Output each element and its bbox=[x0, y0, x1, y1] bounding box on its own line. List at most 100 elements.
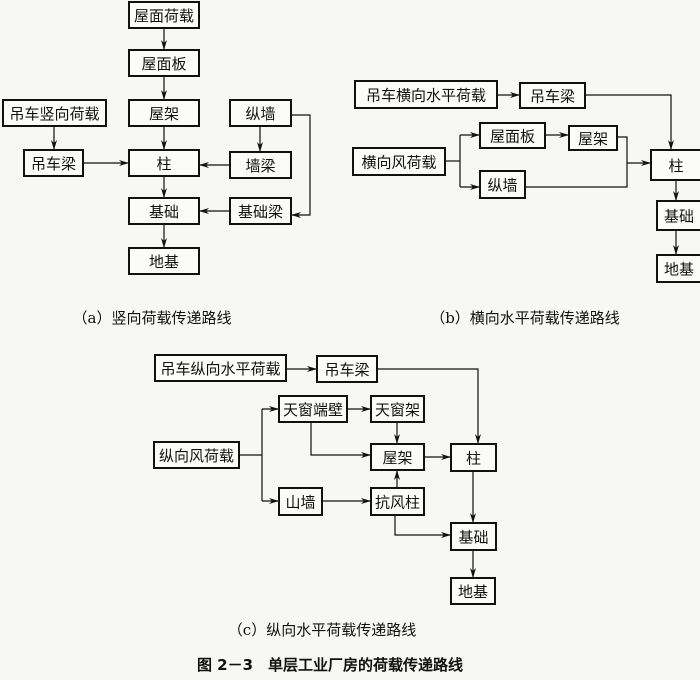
diagram-b-node-crane-transverse-load-label: 吊车横向水平荷载 bbox=[366, 87, 486, 105]
diagram-b-node-roof-slab: 屋面板 bbox=[479, 122, 546, 149]
diagram-c-node-gable-wall: 山墙 bbox=[278, 487, 323, 516]
diagram-c-node-wind-column-box bbox=[370, 487, 425, 516]
diagram-c-node-truss-label: 屋架 bbox=[382, 449, 412, 467]
diagram-a-node-long-wall: 纵墙 bbox=[229, 99, 292, 127]
diagram-c-node-foundation-box bbox=[450, 522, 497, 551]
diagram-b-node-subgrade-label: 地基 bbox=[664, 261, 694, 279]
diagram-c-node-gable-wall-box bbox=[278, 487, 323, 516]
diagram-b-node-crane-beam-box bbox=[519, 82, 586, 109]
diagram-a-node-crane-vertical-load: 吊车竖向荷载 bbox=[2, 99, 107, 127]
diagram-a-node-column-label: 柱 bbox=[156, 155, 171, 173]
diagram-c-node-wind-column: 抗风柱 bbox=[370, 487, 425, 516]
diagram-a-node-truss: 屋架 bbox=[128, 99, 200, 127]
diagram-b-node-long-wall-box bbox=[479, 170, 526, 199]
diagram-a-node-foundation: 基础 bbox=[128, 197, 200, 225]
diagram-a-node-long-wall-box bbox=[229, 99, 292, 127]
diagram-b-node-roof-slab-label: 屋面板 bbox=[490, 128, 535, 146]
diagram-b-node-truss: 屋架 bbox=[568, 125, 618, 151]
figure-title: 图 2－3 单层工业厂房的荷载传递路线 bbox=[197, 656, 463, 674]
diagram-b-node-transverse-wind: 横向风荷载 bbox=[352, 147, 446, 176]
diagram-b-node-crane-beam: 吊车梁 bbox=[519, 82, 586, 109]
diagram-a-node-truss-box bbox=[128, 99, 200, 127]
caption-a: （a）竖向荷载传递路线 bbox=[73, 309, 232, 327]
diagram-a-node-subgrade-label: 地基 bbox=[149, 253, 179, 271]
diagram-c-node-column-label: 柱 bbox=[466, 450, 481, 468]
diagram-a-node-roof-slab: 屋面板 bbox=[128, 49, 200, 77]
diagram-a-node-long-wall-label: 纵墙 bbox=[245, 105, 275, 123]
diagram-a-node-roof-slab-box bbox=[128, 49, 200, 77]
line-connector bbox=[525, 136, 628, 188]
diagram-c-node-skylight-frame-box bbox=[370, 395, 425, 423]
diagram-a-node-truss-label: 屋架 bbox=[149, 105, 179, 123]
diagram-c-node-crane-longitudinal-load-box bbox=[154, 354, 287, 382]
diagram-a-node-subgrade: 地基 bbox=[128, 247, 200, 275]
diagram-b-node-crane-beam-label: 吊车梁 bbox=[530, 88, 575, 106]
diagram-c-node-crane-beam-label: 吊车梁 bbox=[324, 361, 369, 379]
diagram-a-node-foundation-box bbox=[128, 197, 200, 225]
diagram-b-node-foundation: 基础 bbox=[656, 200, 700, 231]
arrow-connector bbox=[394, 515, 451, 538]
diagram-a-node-foundation-beam: 基础梁 bbox=[229, 197, 292, 225]
diagram-c-node-skylight-end-wall: 天窗端壁 bbox=[278, 395, 348, 423]
diagram-b-node-transverse-wind-box bbox=[352, 147, 446, 176]
diagram-b-node-subgrade: 地基 bbox=[656, 254, 700, 283]
diagram-c-node-skylight-end-wall-label: 天窗端壁 bbox=[283, 401, 343, 419]
arrow-connector bbox=[585, 94, 674, 150]
diagram-b-node-transverse-wind-label: 横向风荷载 bbox=[361, 154, 436, 172]
diagram-c-node-truss-box bbox=[370, 443, 425, 471]
diagram-b-node-column-box bbox=[650, 149, 700, 181]
diagram-a-node-crane-beam-label: 吊车梁 bbox=[31, 155, 76, 173]
diagram-c-node-crane-beam-box bbox=[316, 355, 378, 383]
diagram-b-node-column: 柱 bbox=[650, 149, 700, 181]
diagram-c-node-subgrade-label: 地基 bbox=[458, 583, 488, 601]
diagram-a-node-crane-beam: 吊车梁 bbox=[23, 149, 84, 177]
diagram-c-node-longitudinal-wind-label: 纵向风荷载 bbox=[159, 447, 234, 465]
diagram-a-node-crane-vertical-load-label: 吊车竖向荷载 bbox=[9, 105, 99, 123]
diagram-a-node-foundation-label: 基础 bbox=[149, 203, 179, 221]
diagram-b-node-foundation-label: 基础 bbox=[664, 208, 694, 226]
diagram-b-node-long-wall: 纵墙 bbox=[479, 170, 526, 199]
diagram-c-node-truss: 屋架 bbox=[370, 443, 425, 471]
arrow-connector bbox=[377, 368, 481, 444]
diagram-a-node-roof-slab-label: 屋面板 bbox=[141, 55, 186, 73]
diagram-c-node-column-box bbox=[450, 443, 497, 472]
diagram-c-node-foundation-label: 基础 bbox=[458, 529, 488, 547]
caption-c: （c）纵向水平荷载传递路线 bbox=[228, 621, 416, 639]
diagram-a-node-wall-beam: 墙梁 bbox=[229, 151, 292, 179]
diagram-a-node-column: 柱 bbox=[128, 149, 200, 177]
diagram-a-node-roof-load-label: 屋面荷载 bbox=[134, 7, 194, 25]
diagram-c-node-wind-column-label: 抗风柱 bbox=[375, 494, 420, 512]
diagram-c-node-subgrade-box bbox=[450, 577, 496, 605]
diagram-c-node-skylight-frame-label: 天窗架 bbox=[375, 401, 420, 419]
diagram-b-node-long-wall-label: 纵墙 bbox=[487, 177, 517, 195]
diagram-b-node-truss-box bbox=[568, 125, 618, 151]
diagram-c-node-crane-longitudinal-load: 吊车纵向水平荷载 bbox=[154, 354, 287, 382]
diagram-c-node-skylight-end-wall-box bbox=[278, 395, 348, 423]
diagram-b-node-truss-label: 屋架 bbox=[578, 130, 608, 148]
diagram-a-node-crane-vertical-load-box bbox=[2, 99, 107, 127]
diagram-b-node-roof-slab-box bbox=[479, 122, 546, 149]
diagram-b-node-crane-transverse-load-box bbox=[354, 80, 498, 109]
diagram-a-node-roof-load-box bbox=[128, 1, 200, 29]
diagram-b-node-subgrade-box bbox=[656, 254, 700, 283]
diagram-a-node-foundation-beam-label: 基础梁 bbox=[238, 203, 283, 221]
diagram-c-node-subgrade: 地基 bbox=[450, 577, 496, 605]
diagram-c-node-longitudinal-wind: 纵向风荷载 bbox=[153, 441, 240, 469]
diagram-c-node-gable-wall-label: 山墙 bbox=[285, 494, 315, 512]
diagram-a-node-wall-beam-label: 墙梁 bbox=[245, 157, 275, 175]
diagram-a-node-wall-beam-box bbox=[229, 151, 292, 179]
diagram-a-node-subgrade-box bbox=[128, 247, 200, 275]
arrow-connector bbox=[291, 114, 311, 218]
diagram-a-node-column-box bbox=[128, 149, 200, 177]
diagram-c-node-skylight-frame: 天窗架 bbox=[370, 395, 425, 423]
diagram-c-node-crane-beam: 吊车梁 bbox=[316, 355, 378, 383]
diagram-c-node-foundation: 基础 bbox=[450, 522, 497, 551]
arrow-connector bbox=[310, 422, 371, 458]
caption-b: （b）横向水平荷载传递路线 bbox=[430, 309, 620, 327]
diagram-c-node-crane-longitudinal-load-label: 吊车纵向水平荷载 bbox=[160, 360, 280, 378]
diagram-b-node-crane-transverse-load: 吊车横向水平荷载 bbox=[354, 80, 498, 109]
diagram-a-node-crane-beam-box bbox=[23, 149, 84, 177]
diagram-c-node-longitudinal-wind-box bbox=[153, 441, 240, 469]
diagram-b-node-foundation-box bbox=[656, 200, 700, 231]
